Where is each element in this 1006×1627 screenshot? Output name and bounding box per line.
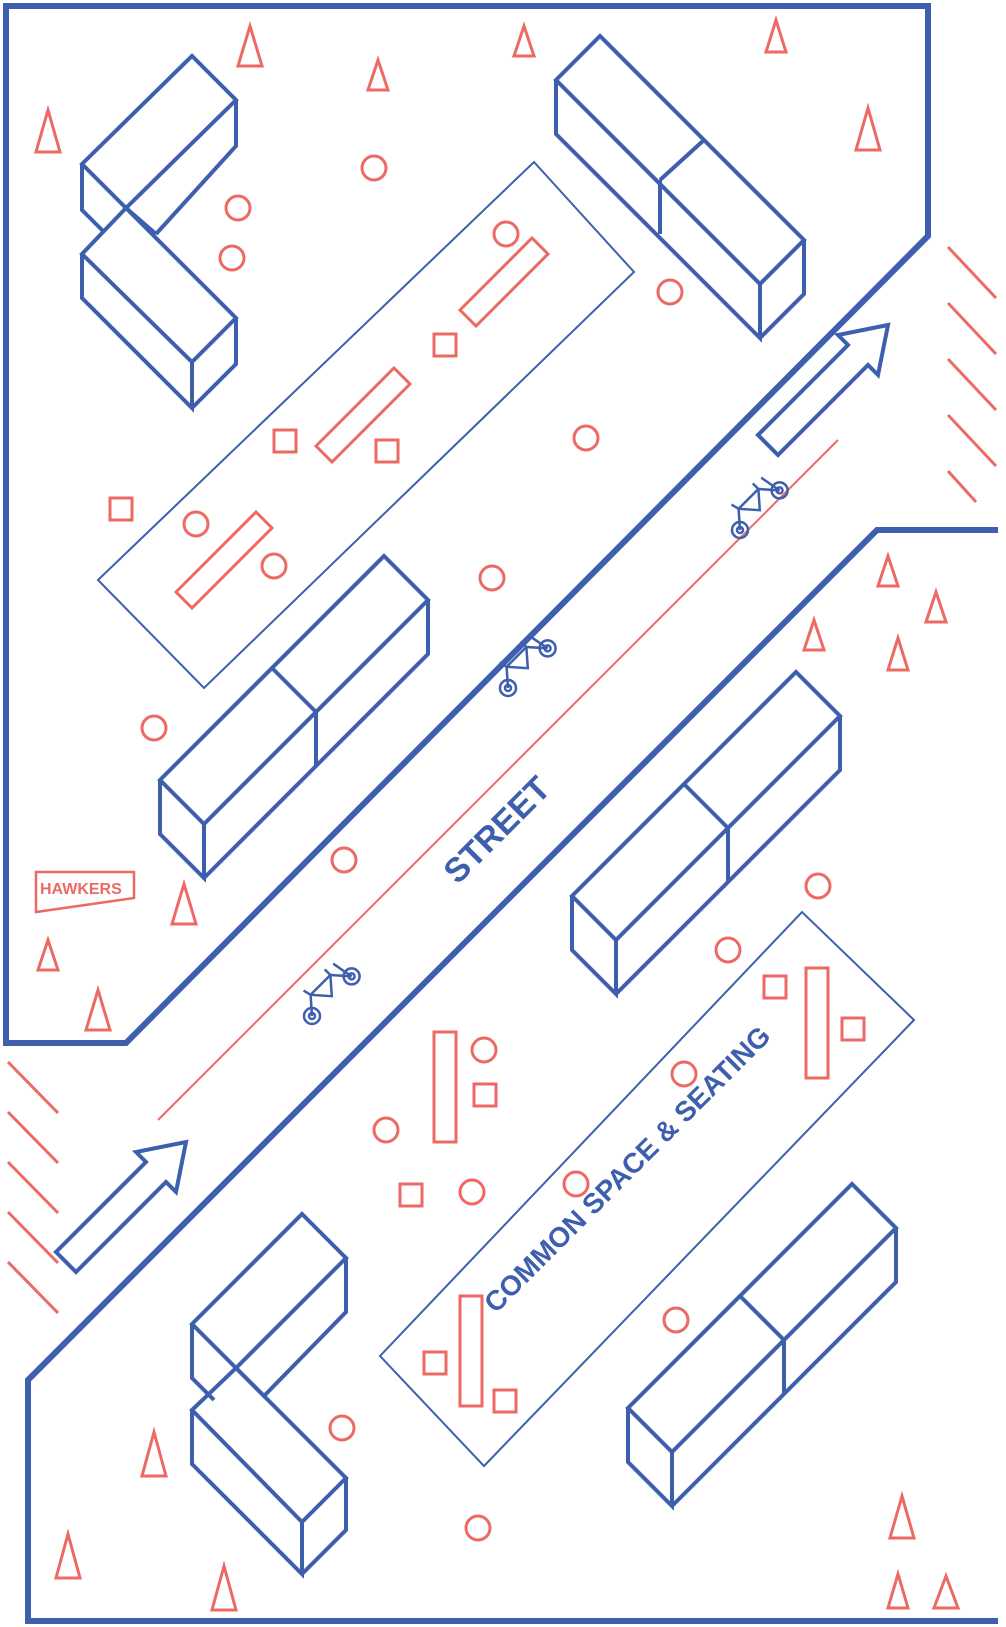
block-outlines (3, 3, 998, 1624)
kiosk-middle-left (157, 553, 431, 883)
logo-flag-icon (34, 870, 136, 914)
hatch-marks-right (946, 245, 998, 504)
table-upper-1 (457, 235, 551, 329)
table-upper-3 (173, 509, 275, 611)
table-lower-3 (458, 1294, 484, 1408)
table-lower-1 (432, 1030, 458, 1144)
kiosk-middle-right (569, 669, 843, 999)
arrow-lower-left-icon (53, 1139, 189, 1275)
table-upper-2 (313, 365, 413, 465)
table-lower-2 (804, 966, 830, 1080)
kiosk-bottom-right (625, 1181, 899, 1511)
kiosk-top-left (79, 53, 239, 413)
lower-block-outline (25, 527, 998, 1624)
street-center-line (157, 439, 839, 1121)
hawkers-logo: HAWKERS (34, 870, 136, 914)
street-label: STREET (436, 769, 558, 891)
lower-seating-zone (378, 910, 916, 1468)
seating-zones (96, 160, 916, 1468)
logo-text: HAWKERS (40, 881, 122, 898)
bike-icon (730, 476, 789, 540)
upper-seating-zone (96, 160, 636, 690)
kiosks (79, 33, 899, 1579)
tables (173, 235, 830, 1408)
kiosk-top-right (553, 33, 807, 343)
seats (140, 154, 832, 1542)
stools (108, 332, 866, 1414)
upper-block-outline (3, 3, 931, 1046)
hatch-marks-left (6, 1060, 60, 1315)
bikes (302, 476, 789, 1026)
common-space-label: COMMON SPACE & SEATING (478, 1020, 776, 1318)
arrow-upper-right-icon (755, 322, 891, 458)
bike-icon (302, 962, 361, 1026)
trees (34, 14, 961, 1612)
kiosk-bottom-left (189, 1211, 349, 1579)
traffic-arrows (53, 322, 891, 1275)
bike-icon (498, 634, 557, 698)
